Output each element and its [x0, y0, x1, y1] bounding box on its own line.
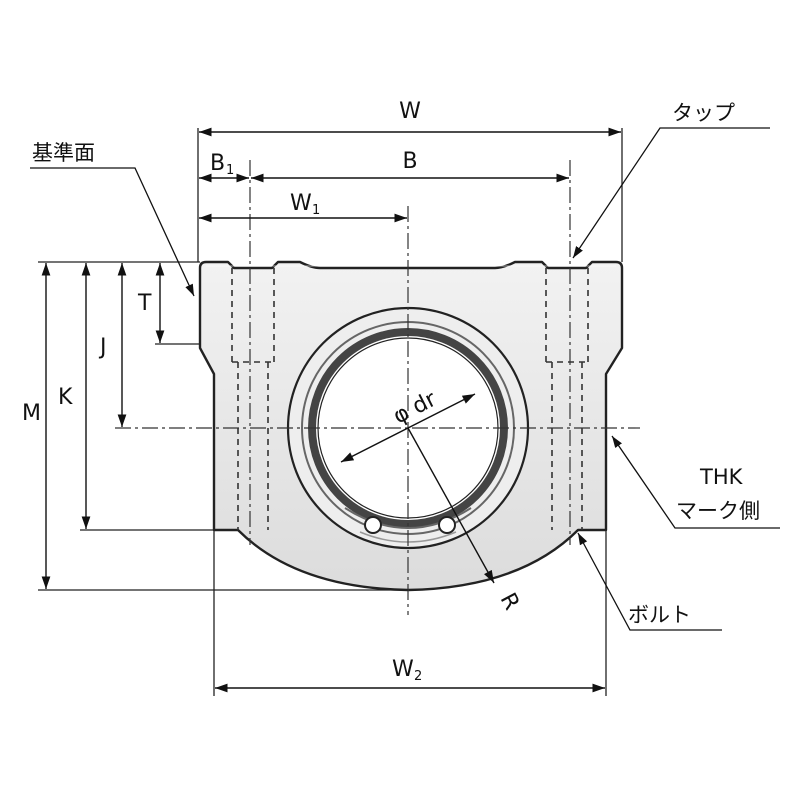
label-W1-sub: 1 [312, 203, 320, 218]
label-W2-sub: 2 [414, 669, 422, 684]
label-W1: W [290, 191, 312, 216]
label-W: W [399, 99, 421, 124]
leader-lines [30, 127, 780, 631]
dim-R [407, 427, 495, 584]
callout-bolt: ボルト [628, 603, 691, 627]
callout-labels: 基準面 タップ THK マーク側 ボルト [32, 101, 760, 627]
label-J: J [98, 335, 107, 360]
label-K: K [58, 385, 73, 410]
ring-hole-right [438, 516, 456, 534]
label-M: M [22, 401, 41, 426]
callout-reference-surface: 基準面 [32, 141, 95, 165]
label-W2: W [392, 657, 414, 682]
label-R: R [495, 589, 524, 614]
callout-thk: THK [699, 465, 744, 489]
dimension-lines [41, 127, 621, 693]
label-B1-sub: 1 [226, 163, 234, 178]
callout-thk-mark-side: マーク側 [676, 499, 760, 523]
label-B: B [402, 149, 417, 174]
label-T: T [137, 291, 152, 316]
label-B1: B [210, 151, 225, 176]
bolt-holes [231, 268, 589, 530]
extension-lines [38, 128, 623, 696]
callout-tap: タップ [672, 101, 735, 125]
ring-hole-left [364, 516, 382, 534]
